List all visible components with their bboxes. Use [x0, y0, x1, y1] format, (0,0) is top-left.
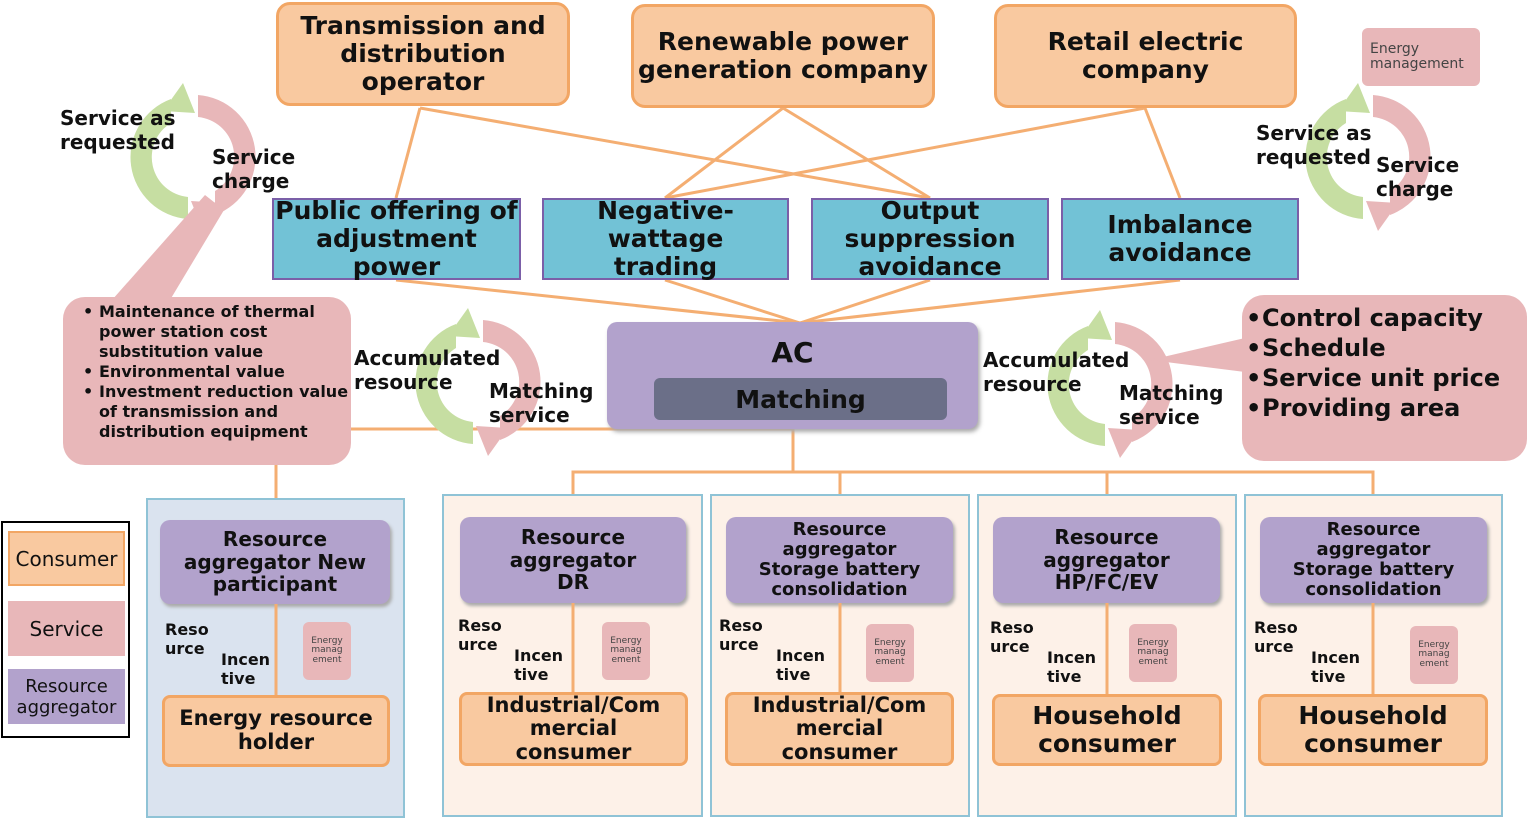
resource-label: Reso urce: [165, 620, 209, 659]
callout-pointer-right: [1150, 338, 1245, 372]
capacity-item: Schedule: [1226, 333, 1527, 363]
line: [799, 278, 1181, 325]
incentive-label: Incen tive: [221, 650, 271, 689]
consumer-box: Industrial/Com mercial consumer: [725, 692, 954, 766]
left-cycle-inner-label: Service charge: [212, 145, 296, 193]
right-cycle-inner-label: Service charge: [1376, 153, 1460, 201]
consumer-box: Energy resource holder: [162, 695, 390, 767]
resource-label: Reso urce: [1254, 618, 1298, 657]
value-callout: Maintenance of thermal power station cos…: [63, 297, 351, 465]
service-box: Negative-wattage trading: [542, 197, 789, 281]
left-cycle-outer-label: Service as requested: [60, 106, 176, 154]
line: [664, 106, 1146, 200]
line: [664, 278, 801, 325]
ac-title: AC: [771, 336, 814, 369]
energy-management-badge: Energy manag ement: [303, 622, 351, 680]
consumer-box: Industrial/Com mercial consumer: [459, 692, 688, 766]
legend-consumer: Consumer: [8, 531, 125, 586]
right-cycle-outer-label: Service as requested: [1256, 121, 1372, 169]
mid-right-outer-label: Accumulated resource: [983, 348, 1130, 396]
mid-left-inner-label: Matching service: [489, 379, 594, 427]
ac-box: AC Matching: [607, 322, 978, 429]
resource-label: Reso urce: [719, 616, 763, 655]
stakeholder-box: Transmission and distribution operator: [276, 2, 570, 106]
capacity-item: Service unit price: [1226, 363, 1527, 393]
line: [395, 278, 801, 325]
line: [419, 106, 931, 200]
value-item: Environmental value: [63, 362, 351, 382]
service-box: Output suppression avoidance: [811, 197, 1049, 281]
stakeholder-box: Retail electric company: [994, 4, 1297, 108]
energy-management-badge: Energy manag ement: [866, 624, 914, 682]
capacity-item: Providing area: [1226, 393, 1527, 423]
line: [664, 106, 784, 200]
stakeholder-box: Renewable power generation company: [631, 4, 935, 108]
energy-management-tag: Energy management: [1362, 28, 1480, 86]
aggregator-box: Resource aggregator Storage battery cons…: [1260, 517, 1487, 603]
line: [782, 106, 931, 200]
aggregator-box: Resource aggregator Storage battery cons…: [726, 517, 953, 603]
incentive-label: Incen tive: [514, 646, 564, 685]
capacity-callout: Control capacity Schedule Service unit p…: [1242, 295, 1527, 461]
mid-left-outer-label: Accumulated resource: [354, 346, 501, 394]
legend: Consumer Service Resource aggregator: [1, 521, 130, 738]
service-box: Public offering of adjustment power: [272, 197, 521, 281]
value-item: Investment reduction value of transmissi…: [63, 382, 351, 442]
consumer-box: Household consumer: [1258, 694, 1488, 766]
line: [1143, 107, 1182, 199]
incentive-label: Incen tive: [776, 646, 826, 685]
energy-management-badge: Energy manag ement: [1410, 626, 1458, 684]
energy-management-badge: Energy manag ement: [602, 622, 650, 680]
aggregator-box: Resource aggregator HP/FC/EV: [993, 517, 1220, 603]
incentive-label: Incen tive: [1047, 648, 1097, 687]
resource-label: Reso urce: [990, 618, 1034, 657]
legend-aggregator: Resource aggregator: [8, 669, 125, 724]
capacity-item: Control capacity: [1226, 303, 1527, 333]
mid-right-inner-label: Matching service: [1119, 381, 1224, 429]
line: [799, 278, 931, 325]
callout-pointer-left: [112, 195, 224, 300]
consumer-box: Household consumer: [992, 694, 1222, 766]
resource-label: Reso urce: [458, 616, 502, 655]
aggregator-box: Resource aggregator New participant: [160, 520, 390, 604]
line: [394, 107, 422, 199]
legend-service: Service: [8, 601, 125, 656]
aggregator-box: Resource aggregator DR: [460, 517, 686, 603]
energy-management-badge: Energy manag ement: [1129, 624, 1177, 682]
incentive-label: Incen tive: [1311, 648, 1361, 687]
matching-box: Matching: [654, 378, 947, 420]
value-item: Maintenance of thermal power station cos…: [63, 302, 351, 362]
service-box: Imbalance avoidance: [1061, 198, 1299, 280]
